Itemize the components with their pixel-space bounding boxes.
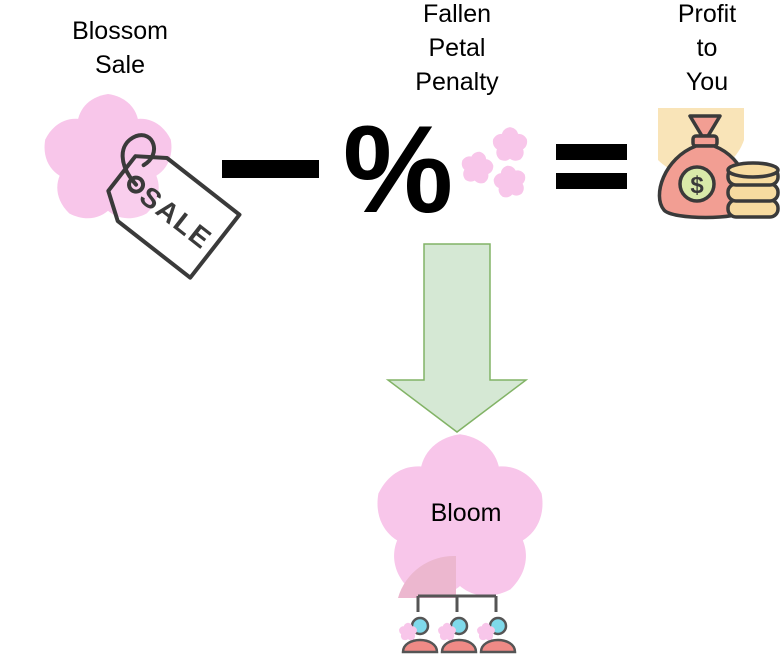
profit-to-you-label: Profit to You: [677, 0, 737, 96]
bloom-flower: [366, 434, 554, 613]
down-arrow: [385, 243, 529, 433]
equals-operator: [556, 144, 627, 189]
team-hierarchy-icon: [397, 555, 517, 654]
bloom-label: Bloom: [430, 499, 502, 527]
dollar-sign-icon: $: [690, 172, 704, 199]
money-bag-and-coins-icon: $: [657, 108, 780, 220]
blossom-sale-label: Blossom Sale: [72, 17, 168, 79]
percent-operator: %: [343, 101, 453, 239]
minus-operator: [222, 160, 319, 178]
sale-tag-icon: SALE: [106, 133, 242, 280]
fallen-petals-icon: [458, 127, 530, 201]
fallen-petal-penalty-label: Fallen Petal Penalty: [415, 0, 499, 96]
